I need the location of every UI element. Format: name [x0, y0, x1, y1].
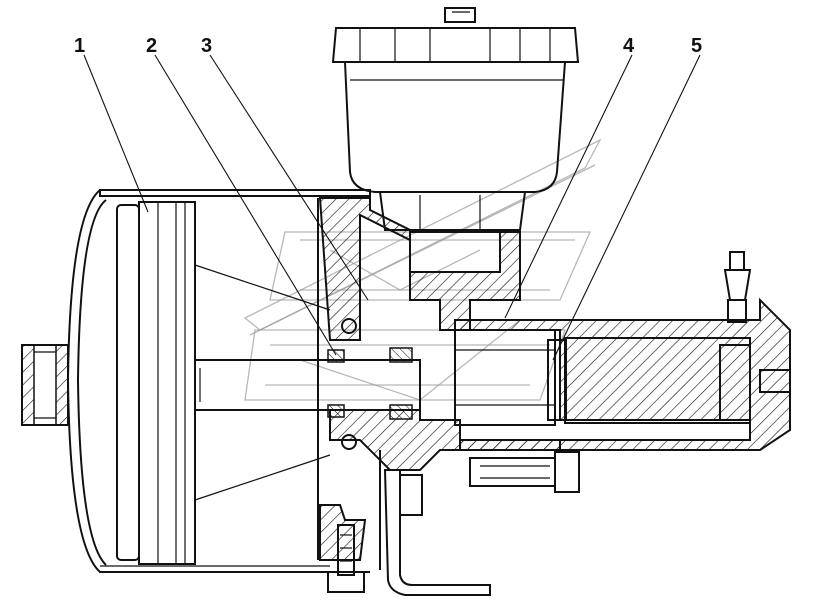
callout-3: 3 — [201, 35, 212, 57]
push-rod — [194, 359, 421, 411]
right-cylinder — [454, 297, 791, 451]
mounting-bolt — [469, 451, 580, 493]
leader-lines — [83, 54, 701, 361]
bottom-bolt — [327, 524, 365, 593]
master-cylinder-body — [317, 197, 561, 570]
callout-5: 5 — [691, 35, 702, 57]
mounting-bracket — [383, 469, 491, 596]
callout-1: 1 — [74, 35, 85, 57]
bleeder-valve — [723, 251, 752, 323]
seals — [327, 318, 413, 450]
callout-2: 2 — [146, 35, 157, 57]
callout-4: 4 — [623, 35, 635, 57]
inlet-port — [21, 344, 69, 426]
piston-diaphragm — [116, 201, 331, 565]
